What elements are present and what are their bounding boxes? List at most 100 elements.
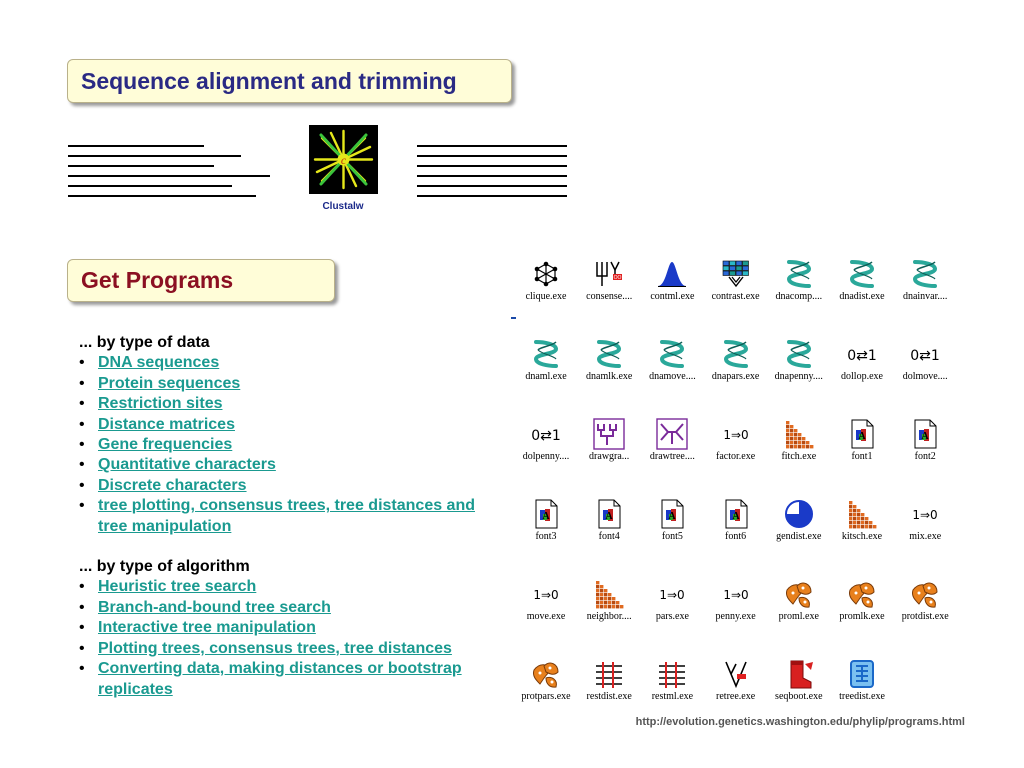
svg-text:1⇒0: 1⇒0	[533, 588, 558, 602]
program-drawtree[interactable]: drawtree....	[640, 414, 704, 474]
list-item: Distance matrices	[79, 415, 499, 436]
link-distance-matrices[interactable]: Distance matrices	[98, 415, 235, 433]
program-label: dolmove....	[902, 371, 948, 382]
link-restriction-sites[interactable]: Restriction sites	[98, 395, 223, 413]
program-label: promlk.exe	[839, 611, 885, 622]
program-treedist-exe[interactable]: treedist.exe	[830, 654, 894, 714]
program-label: clique.exe	[525, 291, 567, 302]
program-label: contrast.exe	[711, 291, 760, 302]
program-dnapenny[interactable]: dnapenny....	[767, 334, 831, 394]
svg-text:A: A	[922, 431, 930, 442]
link-branch-and-bound[interactable]: Branch-and-bound tree search	[98, 598, 331, 616]
program-label: font5	[661, 531, 683, 542]
dna-icon	[783, 258, 815, 290]
program-protpars-exe[interactable]: protpars.exe	[514, 654, 578, 714]
program-label: font6	[725, 531, 747, 542]
program-dnacomp[interactable]: dnacomp....	[767, 254, 831, 314]
program-contrast-exe[interactable]: contrast.exe	[704, 254, 768, 314]
program-label: restdist.exe	[586, 691, 632, 702]
program-neighbor[interactable]: neighbor....	[577, 574, 641, 634]
svg-text:1⇒0: 1⇒0	[723, 428, 748, 442]
program-retree-exe[interactable]: retree.exe	[704, 654, 768, 714]
list-item: Gene frequencies	[79, 435, 499, 456]
program-promlk-exe[interactable]: promlk.exe	[830, 574, 894, 634]
program-label: drawtree....	[649, 451, 695, 462]
program-dnamlk-exe[interactable]: dnamlk.exe	[577, 334, 641, 394]
program-label: dolpenny....	[522, 451, 570, 462]
tiny-link-mark[interactable]	[511, 317, 516, 319]
program-clique-exe[interactable]: clique.exe	[514, 254, 578, 314]
mix-icon: 1⇒0	[720, 418, 752, 450]
program-categories: ... by type of data DNA sequences Protei…	[79, 333, 499, 700]
program-gendist-exe[interactable]: gendist.exe	[767, 494, 831, 554]
alignment-title: Sequence alignment and trimming	[67, 59, 512, 103]
program-label: protdist.exe	[901, 611, 949, 622]
link-tree-plotting[interactable]: tree plotting, consensus trees, tree dis…	[98, 497, 475, 535]
program-seqboot-exe[interactable]: seqboot.exe	[767, 654, 831, 714]
clustal-label: Clustalw	[322, 201, 364, 212]
program-proml-exe[interactable]: proml.exe	[767, 574, 831, 634]
program-move-exe[interactable]: 1⇒0 move.exe	[514, 574, 578, 634]
link-gene-frequencies[interactable]: Gene frequencies	[98, 436, 233, 454]
link-converting-data[interactable]: Converting data, making distances or boo…	[98, 660, 462, 698]
svg-text:c: c	[341, 153, 347, 167]
unaligned-sequences-graphic	[68, 143, 273, 203]
program-label: dnaml.exe	[525, 371, 567, 382]
link-quantitative-characters[interactable]: Quantitative characters	[98, 456, 276, 474]
program-fitch-exe[interactable]: fitch.exe	[767, 414, 831, 474]
drawtree-icon	[656, 418, 689, 450]
list-item: Interactive tree manipulation	[79, 618, 499, 639]
mix-icon: 1⇒0	[909, 498, 941, 530]
program-drawgra[interactable]: drawgra...	[577, 414, 641, 474]
font-icon: A	[846, 418, 878, 450]
program-label: dnamove....	[649, 371, 696, 382]
program-dnadist-exe[interactable]: dnadist.exe	[830, 254, 894, 314]
restrict-icon	[656, 658, 688, 690]
program-kitsch-exe[interactable]: kitsch.exe	[830, 494, 894, 554]
link-heuristic-search[interactable]: Heuristic tree search	[98, 578, 257, 596]
program-dnaml-exe[interactable]: dnaml.exe	[514, 334, 578, 394]
program-label: penny.exe	[715, 611, 756, 622]
font-icon: A	[530, 498, 562, 530]
link-plotting-trees[interactable]: Plotting trees, consensus trees, tree di…	[98, 639, 452, 657]
program-dnainvar[interactable]: dnainvar....	[893, 254, 957, 314]
link-dna-sequences[interactable]: DNA sequences	[98, 354, 220, 372]
program-dnapars-exe[interactable]: dnapars.exe	[704, 334, 768, 394]
svg-text:A: A	[542, 511, 550, 522]
program-protdist-exe[interactable]: protdist.exe	[893, 574, 957, 634]
drawgram-icon	[593, 418, 625, 450]
program-restml-exe[interactable]: restml.exe	[640, 654, 704, 714]
retree-icon	[720, 658, 752, 690]
program-label: dollop.exe	[841, 371, 883, 382]
link-protein-sequences[interactable]: Protein sequences	[98, 374, 241, 392]
program-label: move.exe	[526, 611, 566, 622]
contml-icon	[656, 258, 688, 290]
program-dnamove[interactable]: dnamove....	[640, 334, 704, 394]
list-item: Converting data, making distances or boo…	[79, 659, 499, 700]
program-label: font2	[914, 451, 936, 462]
link-interactive-manipulation[interactable]: Interactive tree manipulation	[98, 619, 316, 637]
program-label: fitch.exe	[781, 451, 817, 462]
list-item: Restriction sites	[79, 394, 499, 415]
link-discrete-characters[interactable]: Discrete characters	[98, 476, 247, 494]
by-data-heading: ... by type of data	[79, 334, 210, 351]
clustal-logo-icon[interactable]: c	[309, 125, 378, 194]
program-restdist-exe[interactable]: restdist.exe	[577, 654, 641, 714]
dna-icon	[656, 338, 688, 370]
program-contml-exe[interactable]: contml.exe	[640, 254, 704, 314]
